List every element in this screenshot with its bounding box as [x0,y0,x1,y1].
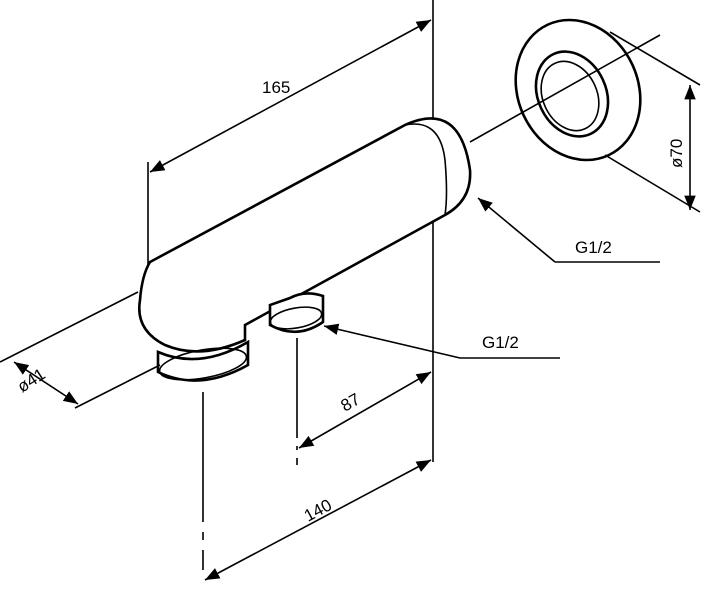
outlet-fitting-right [268,292,325,334]
wall-flange [514,18,642,162]
center-axis [469,34,661,143]
thread-label-top: G1/2 [575,238,612,257]
dimension-label-87: 87 [338,390,364,416]
dimension-line-165 [149,19,432,173]
dimension-line-o41 [13,361,79,405]
dimension-label-o70: ø70 [667,139,686,168]
dimension-label-140: 140 [301,495,335,525]
extension-line-pipe-top [0,291,139,363]
leader-g12-bottom [323,323,461,359]
extension-line-flange-bottom [604,154,701,213]
outlet-fitting-left [156,339,250,382]
leader-g12-top [477,197,556,263]
extension-line-pipe-bottom [74,364,161,409]
extension-line-flange-top [609,31,701,86]
elbow-pipe [137,117,472,353]
dimension-label-o41: ø41 [14,364,49,396]
dimension-line-140 [204,459,432,581]
dimension-line-87 [298,371,432,449]
thread-label-bottom: G1/2 [482,333,519,352]
dimension-label-165: 165 [262,78,290,97]
